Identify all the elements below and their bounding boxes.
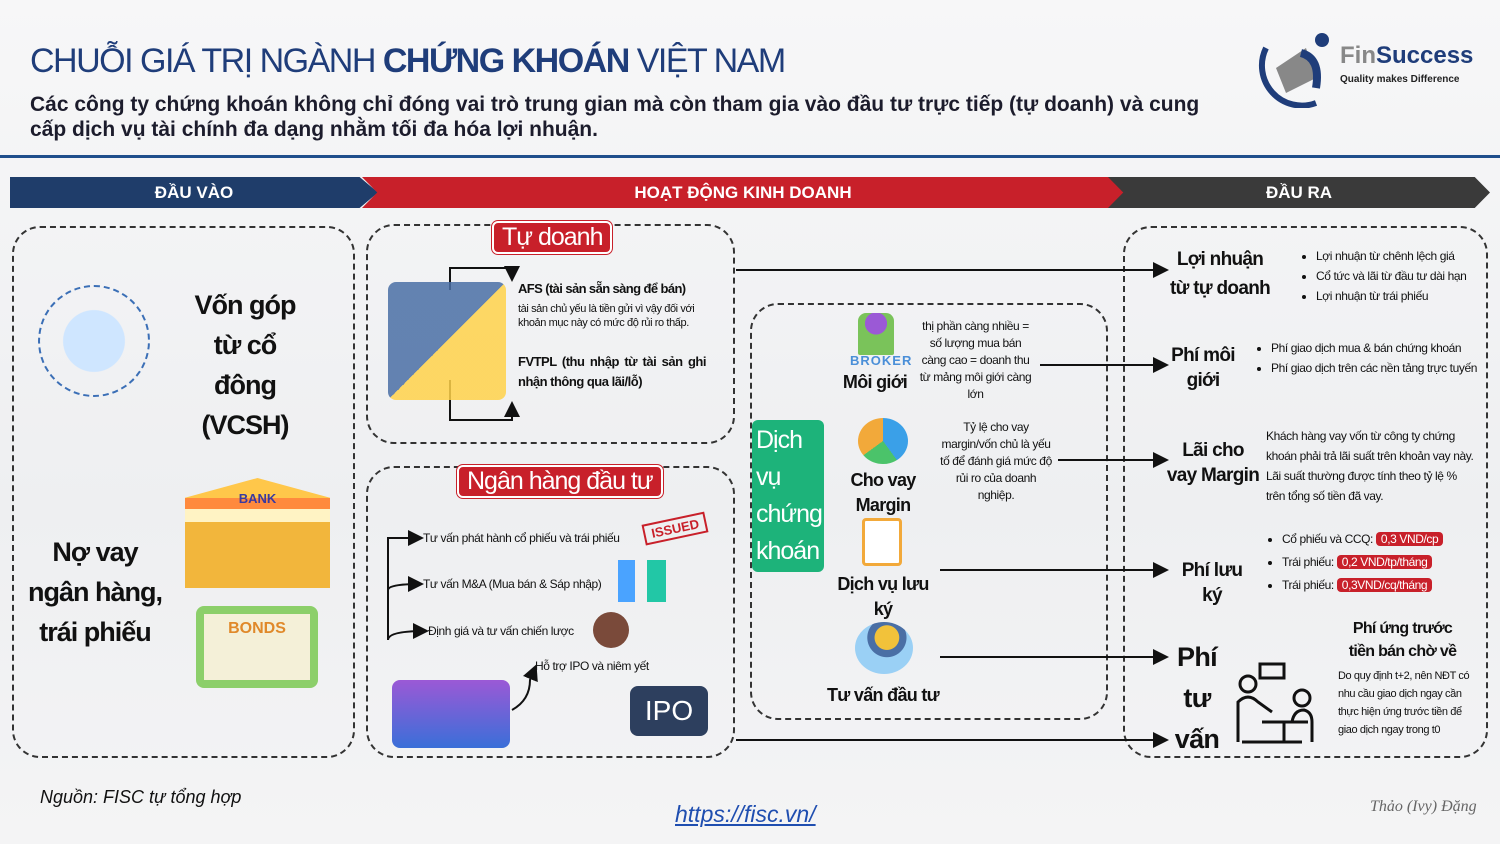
clipboard-icon [862,518,902,566]
list-item: Cổ phiếu và CCQ: 0,3 VND/cp [1282,528,1486,551]
logo-text-fin: Fin [1340,42,1376,69]
list-item: Trái phiếu: 0,3VND/cq/tháng [1282,574,1486,597]
out-custody-title: Phí lưu ký [1181,560,1243,606]
out-margin-title: Lãi cho vay Margin [1166,440,1260,486]
header-divider [0,155,1500,158]
consultation-icon [1236,662,1314,744]
list-item: Trái phiếu: 0,2 VND/tp/tháng [1282,551,1486,574]
broker-desc: thị phần càng nhiều = số lượng mua bán c… [919,319,1032,401]
strategy-icon [593,612,629,648]
fee-badge: 0,3 VND/cp [1375,532,1444,546]
out-margin-desc: Khách hàng vay vốn từ công ty chứng khoá… [1266,429,1474,503]
out-advance-desc: Do quy định t+2, nên NĐT có nhu cầu giao… [1338,670,1470,736]
bank-icon: BANK [185,478,330,588]
afs-desc: tài sản chủ yếu là tiền gửi vì vậy đối v… [518,303,695,329]
page-title: CHUỖI GIÁ TRỊ NGÀNH CHỨNG KHOÁN VIỆT NAM [30,42,786,80]
out-custody-list: Cổ phiếu và CCQ: 0,3 VND/cp Trái phiếu: … [1266,528,1486,597]
list-item: Cổ tức và lãi từ đầu tư dài hạn [1316,266,1480,286]
margin-label: Cho vay Margin [850,470,916,515]
broker-label: Môi giới [842,372,908,392]
broker-badge: BROKER [850,353,913,368]
website-link[interactable]: https://fisc.vn/ [675,801,816,827]
bonds-icon: BONDS [196,606,318,688]
debt-label: Nợ vay ngân hàng, trái phiếu [28,537,163,647]
out-advisory-title: Phí tư vấn [1174,642,1220,754]
merger-icon [618,560,666,602]
fvtpl-text: FVTPL (thu nhập từ tài sản ghi nhận thôn… [518,354,707,389]
list-item: Phí giao dịch trên các nền tảng trực tuy… [1271,358,1480,378]
finsuccess-logo: FinSuccess Quality makes Difference [1246,28,1486,109]
band-business: HOẠT ĐỘNG KINH DOANH [362,177,1124,208]
ipo-icon: IPO [630,686,708,736]
out-broker-title: Phí môi giới [1171,345,1235,391]
fee-badge: 0,3VND/cq/tháng [1336,578,1433,592]
out-broker-list: Phí giao dịch mua & bán chứng khoánPhí g… [1255,338,1480,378]
growth-chart-icon [388,282,506,400]
page-subtitle: Các công ty chứng khoán không chỉ đóng v… [30,93,1200,141]
fee-badge: 0,2 VND/tp/tháng [1336,555,1433,569]
ib-tag: Ngân hàng đầu tư [457,465,663,498]
logo-mark-icon [1258,33,1329,109]
ib-item: Định giá và tư vấn chiến lược [428,624,574,638]
services-tag: Dịch vụ chứng khoán [752,420,824,572]
bank-sign: BANK [238,491,277,506]
source-note: Nguồn: FISC tự tổng hợp [40,787,242,807]
logo-tagline: Quality makes Difference [1340,74,1460,85]
author-signature: Thảo (Ivy) Đặng [1370,798,1477,815]
handshake-icon [38,285,150,397]
out-advance-title: Phí ứng trước tiền bán chờ về [1348,620,1457,660]
list-item: Lợi nhuận từ trái phiếu [1316,286,1480,306]
advisory-label: Tư vấn đầu tư [827,685,940,705]
ib-item: Tư vấn phát hành cổ phiếu và trái phiếu [423,531,620,545]
band-input: ĐẦU VÀO [10,177,378,208]
out-prop-list: Lợi nhuận từ chênh lệch giáCổ tức và lãi… [1300,246,1480,306]
bank-building-icon [392,680,510,748]
band-output: ĐẦU RA [1108,177,1490,208]
services-box [750,303,1108,720]
list-item: Phí giao dịch mua & bán chứng khoán [1271,338,1480,358]
broker-icon [858,313,894,355]
ib-item: Hỗ trợ IPO và niêm yết [535,659,649,673]
afs-title: AFS (tài sản sẵn sàng để bán) [518,281,686,296]
equity-label: Vốn góp từ cổ đông (VCSH) [194,290,297,440]
custody-label: Dịch vụ lưu ký [837,574,929,619]
out-prop-title: Lợi nhuận từ tự doanh [1169,249,1271,299]
list-item: Lợi nhuận từ chênh lệch giá [1316,246,1480,266]
pie-chart-icon [858,418,908,464]
advisor-icon [855,622,913,674]
logo-text-success: Success [1376,42,1474,69]
margin-desc: Tỷ lệ cho vay margin/vốn chủ là yếu tố đ… [940,420,1052,502]
input-box [12,226,355,758]
ib-item: Tư vấn M&A (Mua bán & Sáp nhập) [423,577,602,591]
output-box [1123,226,1488,758]
proprietary-tag: Tự doanh [492,221,613,254]
